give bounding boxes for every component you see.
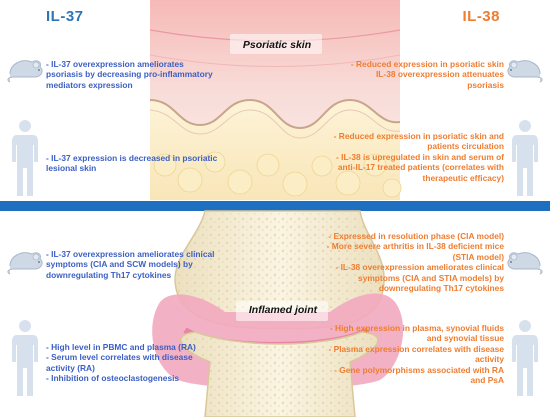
mouse-icon <box>7 60 43 83</box>
human-icon <box>12 120 38 196</box>
il37-human-joint-text: - High level in PBMC and plasma (RA) - S… <box>46 342 196 384</box>
human-icon <box>512 320 538 396</box>
mouse-icon <box>507 60 543 83</box>
mouse-icon <box>507 252 543 275</box>
il38-mouse-skin-text: - Reduced expression in psoriatic skin I… <box>350 59 504 90</box>
il38-human-skin-text: - Reduced expression in psoriatic skin a… <box>333 131 504 183</box>
mouse-icon <box>7 252 43 275</box>
section-divider <box>0 201 550 211</box>
psoriatic-skin-caption: Psoriatic skin <box>242 39 312 51</box>
il38-human-joint-text: - High expression in plasma, synovial fl… <box>328 323 505 386</box>
il38-mouse-joint-text: - Expressed in resolution phase (CIA mod… <box>326 231 504 294</box>
il38-header: IL-38 <box>462 8 500 25</box>
il37-mouse-skin-text: - IL-37 overexpression ameliorates psori… <box>46 59 213 90</box>
inflamed-joint-illustration <box>152 210 404 417</box>
psoriatic-skin-illustration <box>149 0 402 200</box>
inflamed-joint-caption: Inflamed joint <box>248 304 318 316</box>
human-icon <box>512 120 538 196</box>
human-icon <box>12 320 38 396</box>
il37-mouse-joint-text: - IL-37 overexpression ameliorates clini… <box>46 249 215 280</box>
il37-header: IL-37 <box>46 8 84 25</box>
il37-human-skin-text: - IL-37 expression is decreased in psori… <box>46 153 218 174</box>
